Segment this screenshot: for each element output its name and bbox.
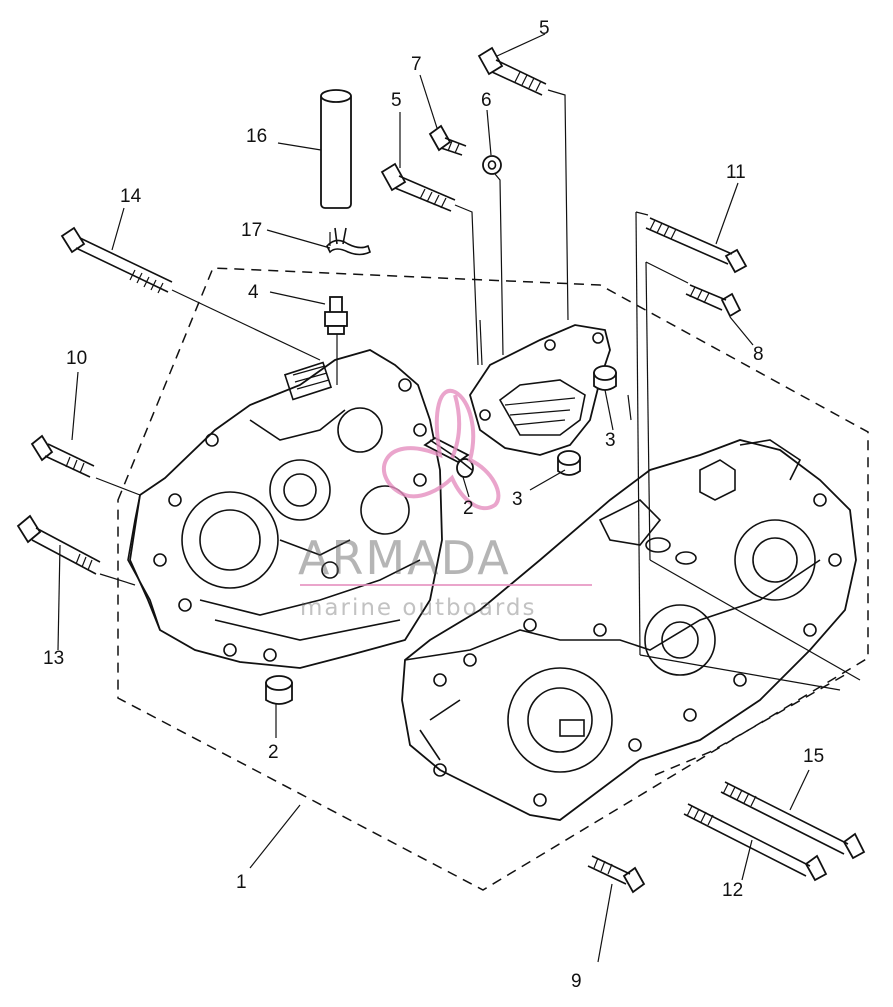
callout-5-lower: 5 — [391, 90, 402, 111]
bearing-cover — [469, 324, 611, 456]
callout-11: 11 — [726, 162, 746, 183]
assembly-outline-inner — [654, 671, 851, 776]
callout-8: 8 — [753, 344, 764, 365]
bolt-13 — [16, 514, 101, 575]
callout-2-upper: 2 — [463, 498, 474, 519]
bolt-10 — [30, 434, 95, 478]
watermark-brand: ARMADA — [298, 531, 511, 585]
callout-1: 1 — [236, 872, 247, 893]
callout-5-upper: 5 — [539, 18, 550, 39]
callout-2-lower: 2 — [268, 742, 279, 763]
washer-6 — [482, 155, 502, 175]
callout-6: 6 — [481, 90, 492, 111]
callout-13: 13 — [43, 648, 64, 669]
bolt-11 — [645, 217, 748, 274]
watermark-tagline: marine outboards — [300, 595, 536, 621]
dowel-pin-2-lower — [265, 675, 293, 705]
bolt-5-upper — [477, 46, 547, 96]
callout-12: 12 — [722, 880, 743, 901]
bolt-9 — [587, 855, 646, 894]
bolt-5-lower — [380, 162, 456, 212]
leader-lines — [95, 89, 861, 869]
watermark-logo-icon — [382, 388, 501, 511]
breather-hose — [320, 89, 352, 209]
hose-clip — [326, 227, 371, 256]
callout-17: 17 — [241, 220, 262, 241]
assembly-outline — [117, 267, 869, 891]
dowel-pin-2-upper — [423, 436, 474, 478]
bolt-8 — [685, 284, 742, 318]
bolt-15 — [720, 781, 866, 860]
bolt-7 — [428, 124, 467, 156]
bolt-12 — [683, 803, 828, 882]
dowel-pin-3-lower — [557, 450, 581, 476]
watermark: ARMADA marine outboards — [298, 388, 592, 621]
callout-labels: 1 2 2 3 3 4 5 5 6 7 8 9 10 11 12 13 14 1… — [43, 18, 824, 992]
callout-16: 16 — [246, 126, 267, 147]
bolt-14 — [60, 226, 173, 294]
callout-14: 14 — [120, 186, 142, 207]
callout-15: 15 — [803, 746, 824, 767]
callout-4: 4 — [248, 282, 259, 303]
left-crankcase — [127, 349, 443, 669]
breather-fitting — [324, 296, 348, 335]
callout-3-upper: 3 — [605, 430, 616, 451]
callout-3-lower: 3 — [512, 489, 523, 510]
dowel-pin-3-upper — [593, 365, 617, 391]
callout-10: 10 — [66, 348, 87, 369]
callout-pointers — [57, 33, 810, 963]
callout-7: 7 — [411, 54, 422, 75]
right-crankcase — [401, 439, 857, 821]
callout-9: 9 — [571, 971, 582, 992]
watermark-underline — [300, 584, 592, 586]
